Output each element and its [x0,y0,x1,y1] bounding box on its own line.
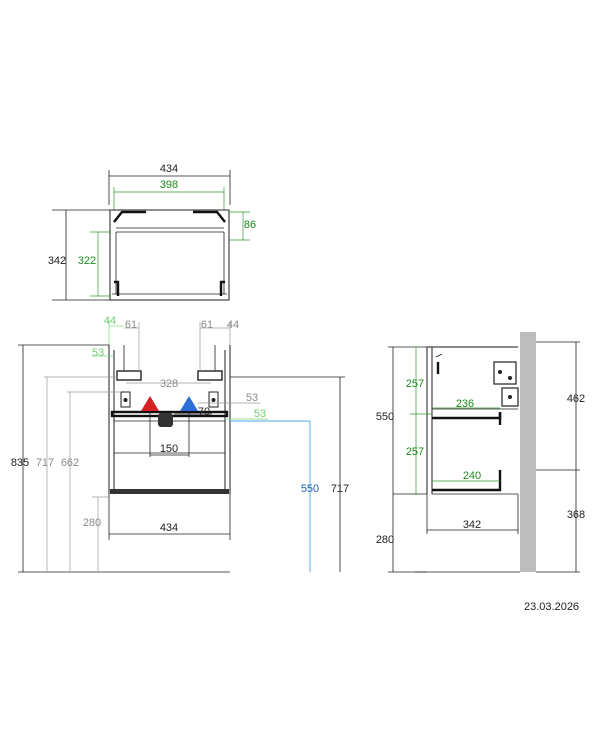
front-right-717: 717 [331,483,349,495]
front-side-53: 53 [254,408,266,420]
front-view: 44 61 61 44 53 328 53 70 53 150 835 [11,315,349,573]
left-bracket [116,370,142,381]
front-spacing-150: 150 [160,443,178,455]
side-right-462: 462 [567,393,585,405]
front-left-61: 61 [125,319,137,331]
side-height-280: 280 [376,534,394,546]
side-view: 550 280 257 257 236 240 342 462 368 [376,332,585,573]
front-height-717: 717 [36,457,54,469]
front-right-61: 61 [201,319,213,331]
front-right-53: 53 [246,392,258,404]
front-height-835: 835 [11,457,29,469]
side-rail-240: 240 [463,470,481,482]
top-width-outer: 434 [160,163,178,175]
side-drawer-257-top: 257 [406,378,424,390]
front-bottom-width: 434 [160,522,178,534]
side-right-368: 368 [567,509,585,521]
front-left-53: 53 [92,347,104,359]
top-depth-inner: 322 [78,255,96,267]
right-bracket [197,370,223,381]
drawing-date: 23.03.2026 [524,601,580,613]
front-left-44: 44 [104,315,116,327]
front-drain-70: 70 [198,406,210,418]
front-right-44: 44 [227,319,239,331]
front-height-280: 280 [83,517,101,529]
top-view: 434 398 86 342 322 [48,163,256,301]
side-drawer-257-bottom: 257 [406,446,424,458]
wall-bracket-top-icon [493,361,517,385]
side-height-550: 550 [376,411,394,423]
front-bottom-plate [110,489,229,494]
right-outlet-icon [208,391,219,408]
top-depth-outer: 342 [48,255,66,267]
side-depth-342: 342 [463,519,481,531]
top-cabinet-outline [109,209,230,301]
cold-valve-icon [180,396,198,411]
side-rail-236: 236 [456,398,474,410]
wall-bracket-bottom-icon [501,387,519,407]
drain-icon [158,413,173,427]
front-center-328: 328 [160,378,178,390]
front-height-662: 662 [61,457,79,469]
top-width-inner: 398 [160,179,178,191]
front-blue-550: 550 [301,483,319,495]
top-offset: 86 [244,219,256,231]
hot-valve-icon [141,396,159,411]
left-outlet-icon [120,391,131,408]
wall [520,332,536,572]
